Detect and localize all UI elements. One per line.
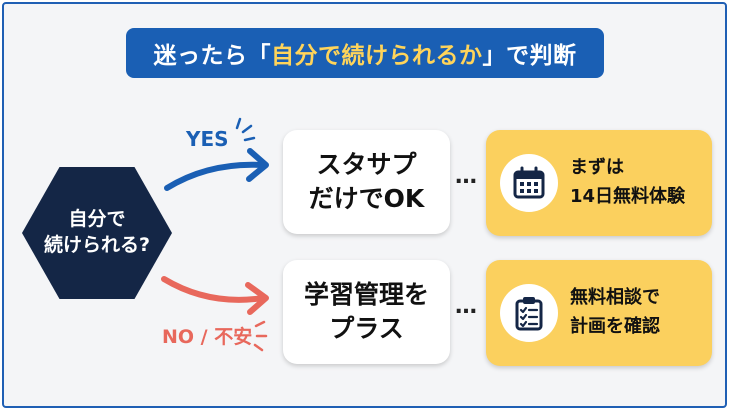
yes-result-line-1: スタサプ [316, 149, 417, 179]
title-highlight: 自分で続けられるか [271, 43, 483, 69]
yes-result-card: スタサプ だけでOK [283, 130, 450, 234]
question-line-1: 自分で [68, 208, 126, 231]
yes-arrowhead [246, 148, 269, 182]
yes-action-line-2: 14日無料体験 [570, 186, 686, 207]
yes-sparkle-icon [235, 117, 256, 142]
title-prefix: 迷ったら「 [153, 43, 271, 69]
question-line-2: 続けられる? [43, 234, 151, 256]
branch-arrows [161, 117, 269, 352]
no-action-text: 無料相談で 計画を確認 [570, 284, 660, 342]
page-title: 迷ったら「自分で続けられるか」で判断 [126, 28, 604, 78]
clipboard-checklist-icon [500, 284, 558, 342]
question-hexagon: 自分で 続けられる? [22, 167, 172, 299]
no-label: NO / 不安 [162, 326, 253, 348]
title-suffix: 」で判断 [482, 43, 577, 69]
no-connector-dots: … [455, 294, 478, 319]
yes-result-line-2: だけでOK [308, 184, 425, 213]
no-worry-icon [253, 320, 268, 352]
calendar-icon [500, 154, 558, 212]
no-result-line-1: 学習管理を [303, 279, 429, 309]
yes-action-text: まずは 14日無料体験 [570, 154, 685, 212]
yes-action-line-1: まずは [570, 157, 624, 179]
no-arrowhead [245, 282, 269, 315]
yes-connector-dots: … [455, 164, 478, 189]
yes-arrow [164, 161, 266, 191]
no-result-line-2: プラス [329, 314, 404, 343]
no-action-card: 無料相談で 計画を確認 [486, 260, 712, 366]
yes-label: YES [186, 127, 229, 151]
no-action-line-2: 計画を確認 [570, 316, 660, 337]
no-arrow [161, 276, 266, 303]
no-result-card: 学習管理を プラス [283, 260, 450, 364]
yes-action-card: まずは 14日無料体験 [486, 130, 712, 236]
no-action-line-1: 無料相談で [570, 287, 660, 309]
